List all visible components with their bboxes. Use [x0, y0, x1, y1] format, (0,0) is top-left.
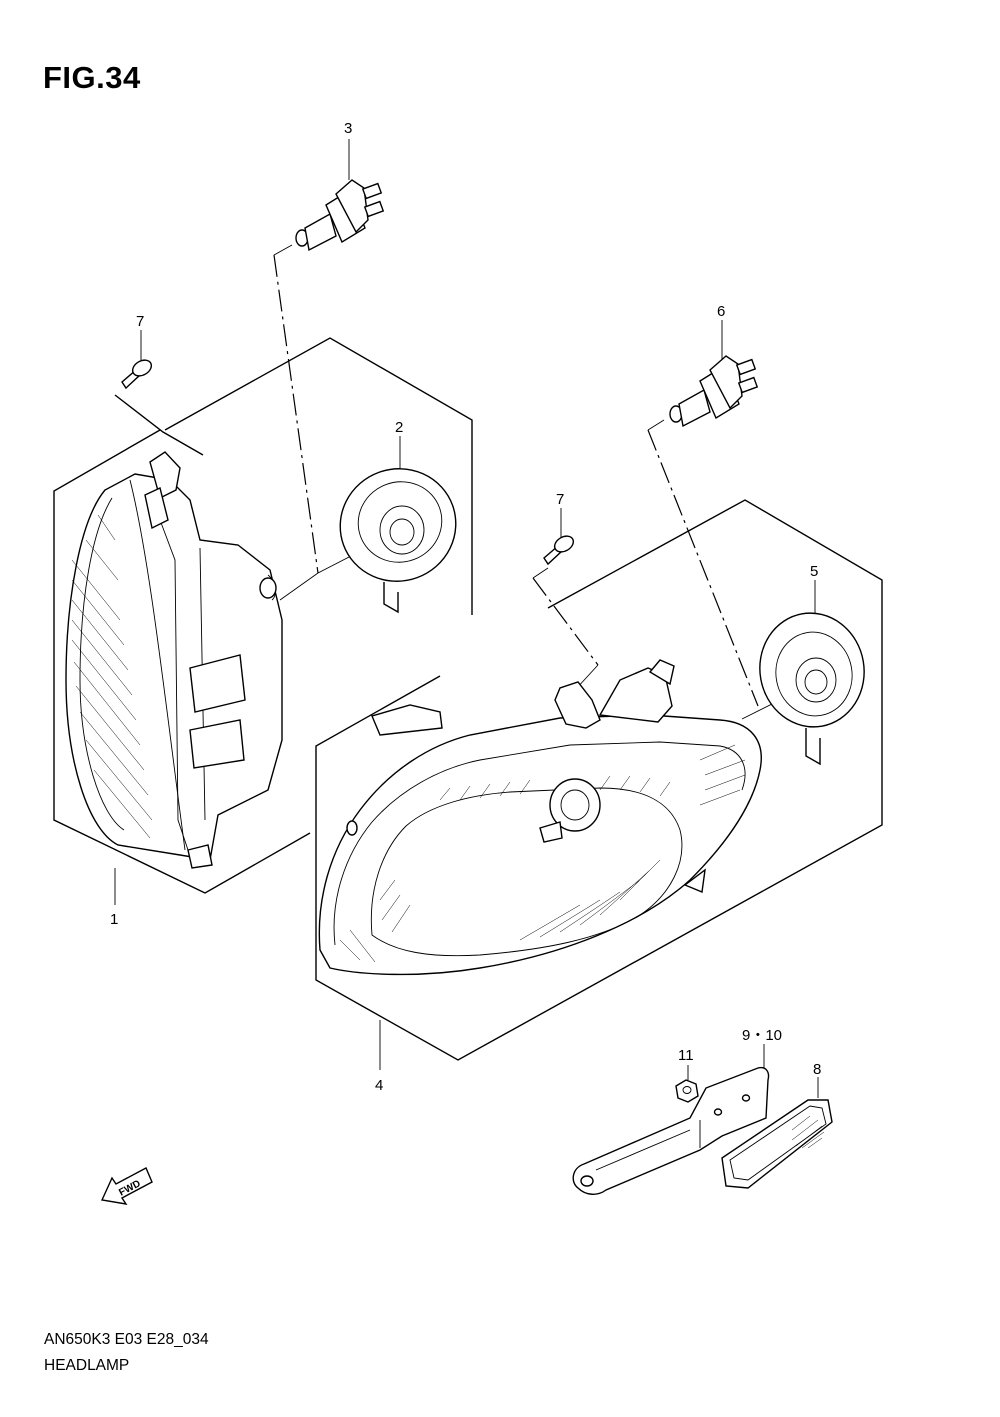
callout-8: 8	[813, 1061, 821, 1078]
socket-cover-part-5	[759, 612, 865, 766]
socket-cover-part-2	[339, 468, 457, 614]
callout-leaders	[114, 139, 819, 1098]
diagram-code: AN650K3 E03 E28_034	[44, 1331, 209, 1348]
callout-4: 4	[375, 1077, 383, 1094]
headlamp-housing-part-1	[65, 451, 283, 869]
left-assembly-bracket	[53, 337, 473, 894]
diagram-section-title: HEADLAMP	[44, 1357, 130, 1374]
headlamp-housing-part-4	[318, 659, 762, 976]
callout-1: 1	[110, 911, 118, 928]
callout-6: 6	[717, 303, 725, 320]
callout-7-right: 7	[556, 491, 564, 508]
fwd-arrow-icon: FWD	[100, 1167, 153, 1205]
reflector-part-8	[721, 1099, 833, 1189]
figure-title: FIG.34	[43, 60, 141, 95]
bulb-part-6	[669, 355, 759, 428]
callout-5: 5	[810, 563, 818, 580]
callout-11: 11	[678, 1047, 694, 1064]
callout-3: 3	[344, 120, 352, 137]
nut-part-11	[675, 1079, 699, 1103]
callout-7-left: 7	[136, 313, 144, 330]
screw-part-7-left	[121, 359, 153, 390]
bulb-part-3	[295, 179, 385, 252]
callout-2: 2	[395, 419, 403, 436]
bracket-part-9-10	[572, 1066, 770, 1195]
callout-9-10: 9・10	[742, 1027, 782, 1044]
right-assembly-bracket	[315, 499, 883, 1061]
screw-part-7-right	[543, 535, 575, 566]
